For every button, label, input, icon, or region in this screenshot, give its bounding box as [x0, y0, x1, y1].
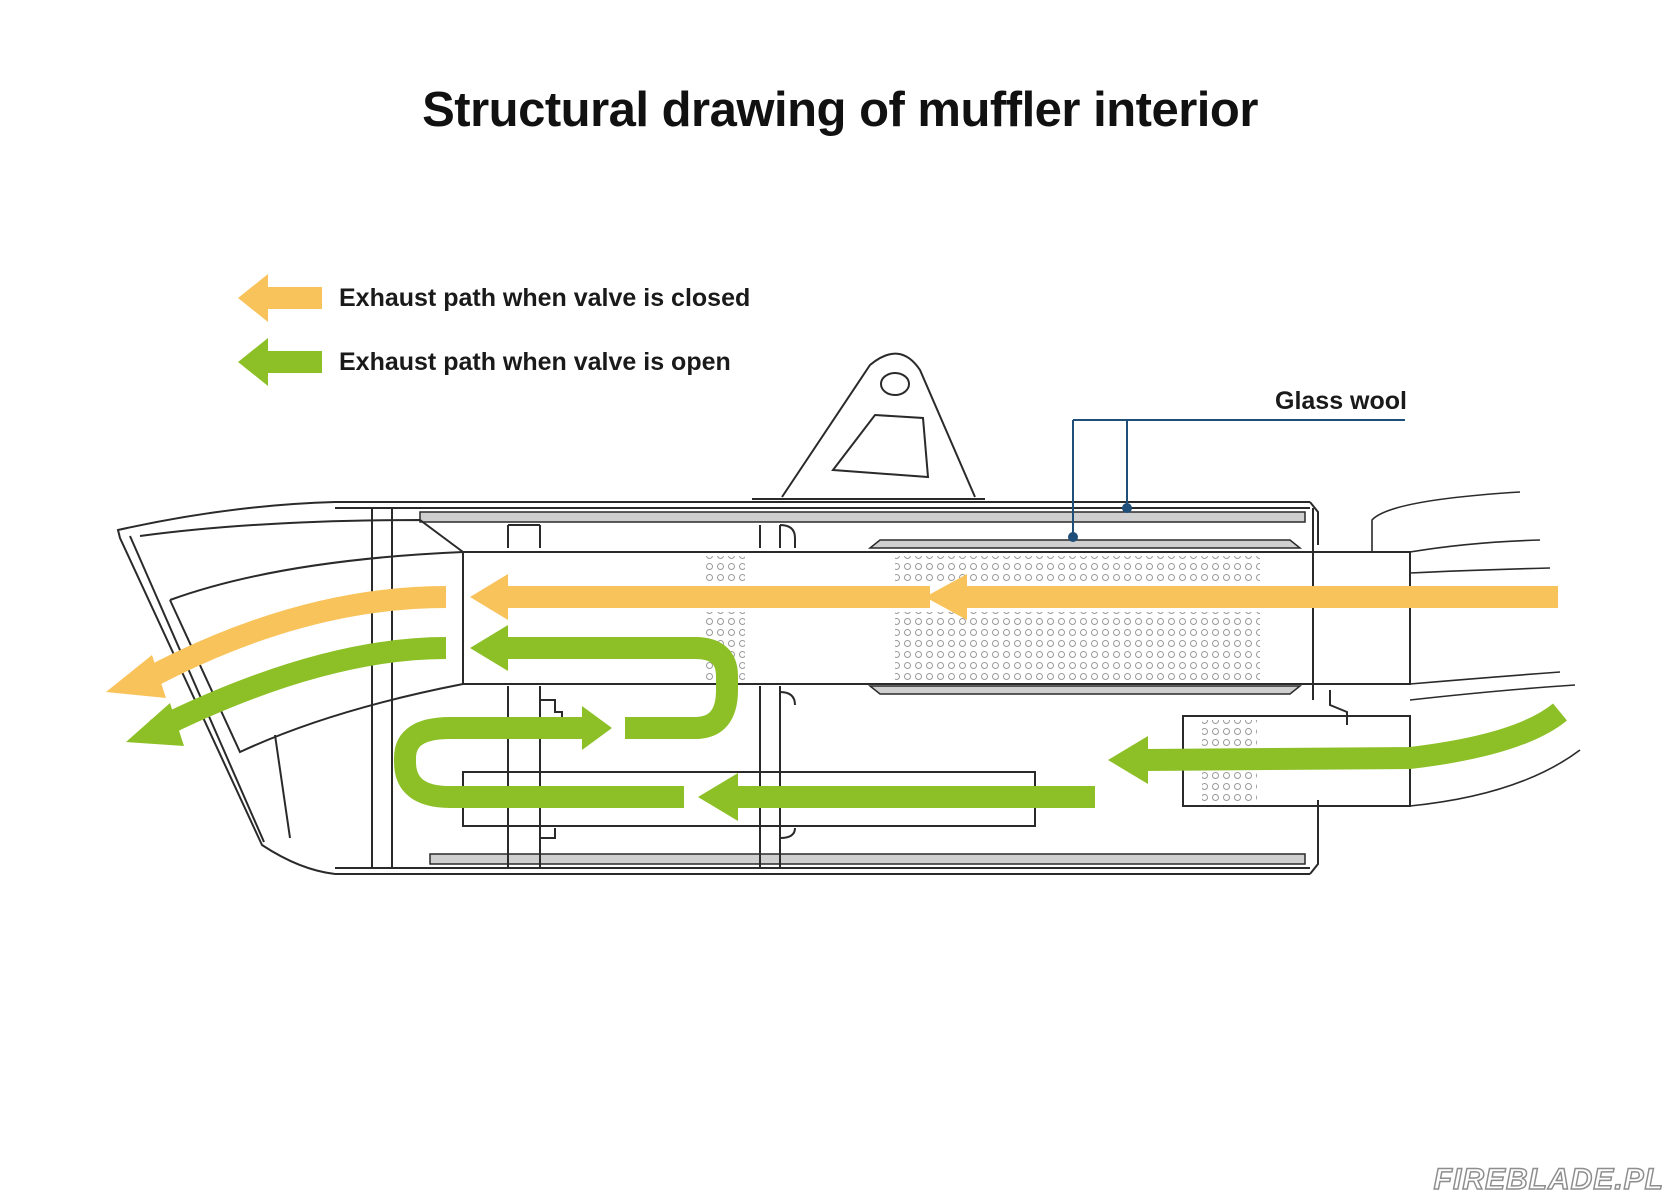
- inlet-pipes: [1371, 491, 1581, 807]
- legend-open-label: Exhaust path when valve is open: [339, 348, 731, 376]
- closed-valve-path: [139, 586, 1558, 690]
- glass-wool-dot-inner: [1068, 532, 1078, 542]
- closed-valve-arrowheads: [106, 574, 967, 698]
- end-cap: [116, 501, 464, 875]
- legend-closed-label: Exhaust path when valve is closed: [339, 284, 751, 312]
- internal-baffles: [371, 508, 1348, 868]
- glass-wool-dot-outer: [1122, 503, 1132, 513]
- outer-shell: [335, 501, 1319, 875]
- legend-arrow-open: [238, 338, 322, 386]
- open-valve-arrowheads: [126, 625, 1148, 821]
- open-valve-path: [150, 637, 1567, 808]
- mounting-bracket: [752, 352, 985, 500]
- glass-wool-label: Glass wool: [1275, 387, 1407, 415]
- glass-wool-bands: [419, 511, 1306, 865]
- legend-arrow-closed: [238, 274, 322, 322]
- glass-wool-leader: [1072, 419, 1405, 537]
- watermark: FIREBLADE.PL: [1433, 1162, 1664, 1197]
- diagram-title: Structural drawing of muffler interior: [422, 83, 1258, 137]
- perforated-main-tube: [462, 551, 1411, 685]
